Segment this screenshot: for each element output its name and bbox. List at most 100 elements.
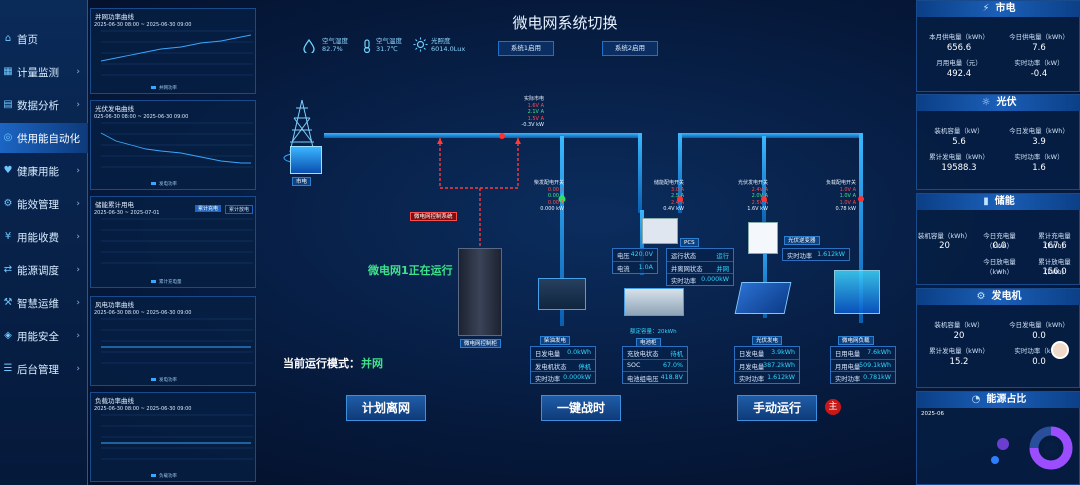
chevron-right-icon: › xyxy=(76,67,80,77)
manual-run-button[interactable]: 手动运行 xyxy=(737,395,817,421)
sidebar-item-label: 供用能自动化 xyxy=(17,132,80,145)
energy-ratio-chart xyxy=(991,426,1073,470)
panel-legend: 发电功率 xyxy=(159,182,177,187)
analysis-icon: ▤ xyxy=(3,99,13,110)
sidebar-item-label: 能源调度 xyxy=(17,264,59,277)
panel-title: 负载功率曲线 xyxy=(95,397,134,405)
meter-value: 0.78 kW xyxy=(835,206,856,212)
admin-icon: ☰ xyxy=(3,363,13,374)
sidebar-item-label: 能效管理 xyxy=(17,198,59,211)
sidebar-item-maintenance[interactable]: ⚒智慧运维› xyxy=(0,288,88,318)
panel-date-range[interactable]: 2025-06-30 08:00 ~ 2025-06-30 09:00 xyxy=(94,406,192,412)
sidebar-item-health[interactable]: ♥ 健康用能 › xyxy=(0,156,88,186)
temperature-value: 31.7℃ xyxy=(376,45,398,53)
panel-legend: 发电功率 xyxy=(159,378,177,383)
sidebar-item-efficiency[interactable]: ⚙能效管理› xyxy=(0,189,88,219)
panel-date-range[interactable]: 2025-06-30 08:00 ~ 2025-06-30 09:00 xyxy=(94,22,192,28)
pcs-label: PCS xyxy=(680,238,699,247)
meter-value: 0.4V kW xyxy=(663,206,684,212)
sidebar-item-billing[interactable]: ¥用能收费› xyxy=(0,222,88,252)
stat-value: 19588.3 xyxy=(941,163,977,173)
avatar[interactable] xyxy=(1051,341,1069,359)
dispatch-icon: ⇄ xyxy=(3,264,13,275)
panel-title: 市电 xyxy=(995,3,1016,14)
panel-date-range[interactable]: 2025-06-30 ~ 2025-07-01 xyxy=(94,210,160,216)
chevron-right-icon: › xyxy=(76,364,80,374)
diesel-generator-icon xyxy=(538,278,586,310)
control-link-label: 微电网控制系统 xyxy=(410,212,457,221)
panel-date-range[interactable]: 2025-06-30 08:00 ~ 2025-06-30 09:00 xyxy=(94,310,192,316)
sidebar-item-label: 首页 xyxy=(17,33,38,46)
manual-badge[interactable]: 主 xyxy=(825,399,841,415)
sidebar-item-home[interactable]: ⌂首页 xyxy=(0,24,88,54)
stat-value: 7.6 xyxy=(1032,43,1046,53)
tab-charge[interactable]: 累计充电 xyxy=(195,205,222,212)
sidebar-item-dispatch[interactable]: ⇄ 能源调度 › xyxy=(0,255,88,285)
health-icon: ♥ xyxy=(3,165,13,176)
generator-icon: ⚙ xyxy=(976,291,986,302)
monitor-icon: ▦ xyxy=(3,66,13,77)
panel-date-range[interactable]: 025-06-30 08:00 ~ 2025-06-30 09:00 xyxy=(94,114,189,120)
sidebar-item-admin[interactable]: ☰后台管理› xyxy=(0,354,88,384)
running-status: 微电网1正在运行 xyxy=(368,264,453,277)
stat-value: 0.0 xyxy=(992,241,1007,251)
microgrid-cabinet xyxy=(458,248,502,336)
panel-title: 储能累计用电 xyxy=(95,201,134,209)
chevron-right-icon: › xyxy=(76,100,80,110)
storage-breaker xyxy=(677,196,683,202)
wartime-button[interactable]: 一键战时 xyxy=(541,395,621,421)
panel-title: 并网功率曲线 xyxy=(95,13,134,21)
sidebar-item-monitor[interactable]: ▦计量监测› xyxy=(0,57,88,87)
meter-value: 2.4 A xyxy=(671,199,684,206)
sidebar-item-analysis[interactable]: ▤ 数据分析 › xyxy=(0,90,88,120)
stat-value: 0.0 xyxy=(1032,357,1046,367)
tab-discharge[interactable]: 累计放电 xyxy=(225,205,254,214)
temperature-label: 空气温度 xyxy=(376,37,402,45)
pv-feeder-line xyxy=(763,223,767,318)
cabinet-label: 微电网控制柜 xyxy=(460,339,502,348)
sidebar-item-label: 数据分析 xyxy=(17,99,59,112)
system2-enable-button[interactable]: 系统2启用 xyxy=(602,41,658,56)
chevron-right-icon: › xyxy=(76,265,80,275)
grid-label: 市电 xyxy=(292,177,312,186)
stat-value: 167.6 xyxy=(1042,241,1067,251)
planned-offgrid-button[interactable]: 计划离网 xyxy=(346,395,426,421)
panel-title: 光伏发电曲线 xyxy=(95,105,134,113)
chevron-right-icon: › xyxy=(76,298,80,308)
pie-chart-icon: ◔ xyxy=(971,394,981,405)
sidebar-item-automation[interactable]: ◎供用能自动化› xyxy=(0,123,88,153)
diesel-label: 柴油发电 xyxy=(540,336,571,345)
stat-value: 20 xyxy=(939,241,950,251)
mode-label: 当前运行模式： xyxy=(283,357,360,370)
efficiency-icon: ⚙ xyxy=(3,198,13,209)
stat-value: 156.0 xyxy=(1042,267,1067,277)
shield-icon: ◈ xyxy=(4,330,12,341)
solar-icon: ☼ xyxy=(981,97,991,108)
building-load-icon xyxy=(834,270,880,314)
pcs-unit-icon xyxy=(642,218,678,244)
system1-enable-button[interactable]: 系统1启用 xyxy=(498,41,554,56)
diesel-feeder-line xyxy=(560,136,564,326)
chevron-right-icon: › xyxy=(76,133,80,143)
sidebar-item-label: 健康用能 xyxy=(17,165,59,178)
stat-value: 3.9 xyxy=(1032,137,1046,147)
inverter-label: 光伏逆变器 xyxy=(784,236,820,245)
meter-value: 0.000 kW xyxy=(540,206,564,212)
pv-breaker xyxy=(761,196,767,202)
sidebar-item-shield[interactable]: ◈用能安全› xyxy=(0,321,88,351)
chevron-right-icon: › xyxy=(76,166,80,176)
